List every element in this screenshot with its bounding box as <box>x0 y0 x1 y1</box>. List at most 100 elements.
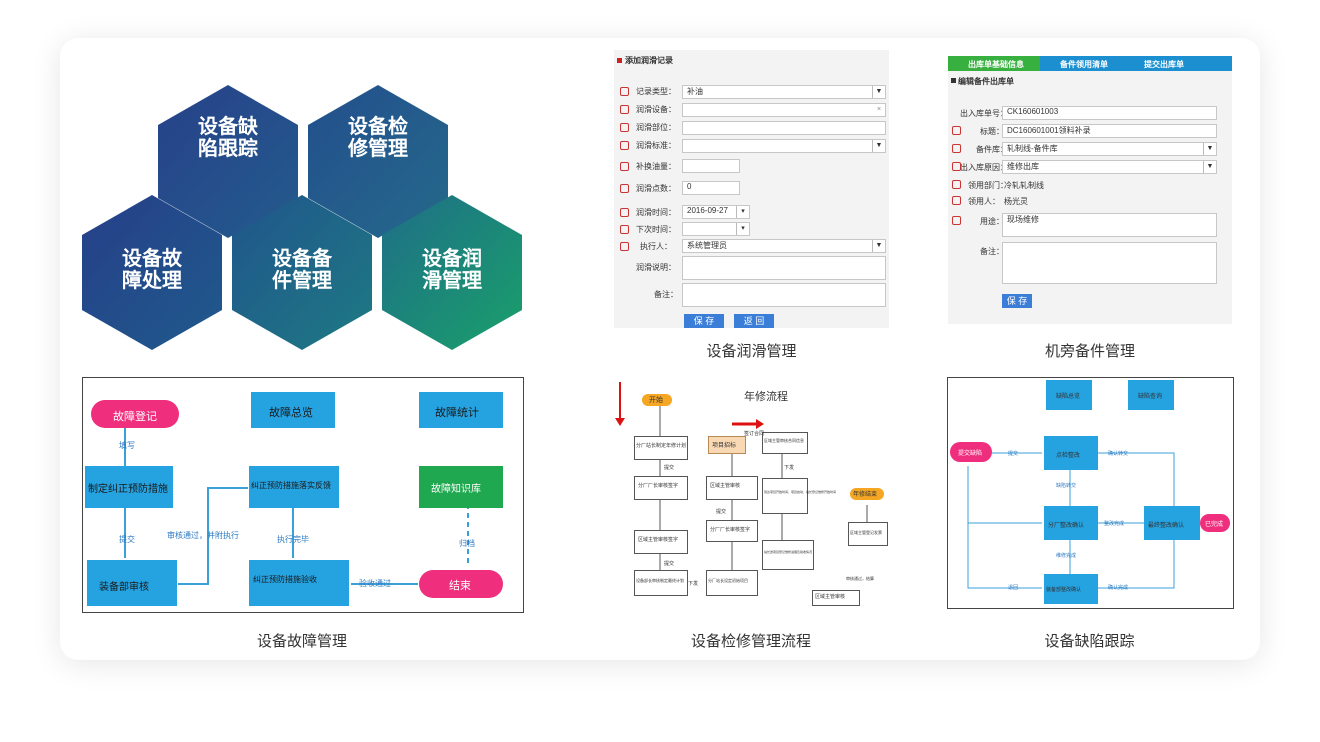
field-label: 备注： <box>654 290 678 299</box>
lube-standard-select[interactable]: ▼ <box>682 139 886 153</box>
fault-node-acceptance[interactable] <box>249 560 349 606</box>
fault-edge-label: 验收通过 <box>359 579 391 588</box>
fault-node-register[interactable] <box>91 400 179 428</box>
overhaul-node[interactable] <box>762 478 808 514</box>
defect-node-inspect[interactable] <box>1044 436 1098 470</box>
back-button[interactable]: 返 回 <box>734 314 774 328</box>
overhaul-node[interactable] <box>634 476 688 500</box>
lube-time-field[interactable]: 2016-09-27▾ <box>682 205 750 219</box>
fault-node-make-measures[interactable] <box>85 466 173 508</box>
defect-node-label: 缺陷总览 <box>1056 394 1081 400</box>
fault-node-statistics[interactable] <box>419 392 503 428</box>
overhaul-end-node[interactable] <box>850 488 884 500</box>
calendar-dropdown-icon[interactable]: ▾ <box>736 206 749 218</box>
remark-textarea[interactable] <box>682 283 886 307</box>
fault-node-knowledge-base[interactable] <box>419 466 503 508</box>
clear-icon[interactable]: × <box>876 106 882 113</box>
fault-edge-label: 审核通过，并附执行 <box>167 531 239 540</box>
overhaul-node[interactable] <box>708 436 746 454</box>
overhaul-node[interactable] <box>762 540 814 570</box>
hexagon-fault <box>82 195 222 350</box>
field-label: 备注： <box>980 247 1004 256</box>
next-time-field[interactable]: ▾ <box>682 222 750 236</box>
overhaul-node[interactable] <box>762 432 808 454</box>
overhaul-node[interactable] <box>706 476 758 500</box>
overhaul-edge-label: 提交 <box>716 509 727 515</box>
lube-points-field[interactable]: 0 <box>682 181 740 195</box>
calendar-dropdown-icon[interactable]: ▾ <box>736 223 749 235</box>
warehouse-select[interactable]: 轧制线-备件库▼ <box>1002 142 1217 156</box>
defect-node-label: 已完成 <box>1205 522 1224 528</box>
fault-node-feedback[interactable] <box>249 466 339 508</box>
usage-textarea[interactable]: 现场维修 <box>1002 213 1217 237</box>
step-1-label[interactable]: 出库单基础信息 <box>968 60 1024 69</box>
overhaul-node[interactable] <box>812 590 860 606</box>
overhaul-node[interactable] <box>706 570 758 596</box>
overhaul-node-label: 项目招标 <box>712 443 737 449</box>
overhaul-node[interactable] <box>634 530 688 554</box>
fault-node-label: 装备部审核 <box>99 582 149 593</box>
executor-select[interactable]: 系统管理员▼ <box>682 239 886 253</box>
defect-node-final-confirm[interactable] <box>1144 506 1200 540</box>
defect-node-query[interactable] <box>1128 380 1174 410</box>
fault-node-label: 故障总览 <box>269 407 313 419</box>
field-label: 记录类型： <box>636 87 676 96</box>
overhaul-node-label: 分厂站长制定年修计划 <box>636 443 687 449</box>
overhaul-edge-label: 下发 <box>784 465 795 471</box>
field-label: 润滑点数： <box>636 184 676 193</box>
defect-node-done[interactable] <box>1200 514 1230 532</box>
defect-edge-label: 确认完成 <box>1108 585 1129 591</box>
field-label: 下次时间： <box>636 225 676 234</box>
overhaul-node[interactable] <box>634 570 688 596</box>
fault-node-overview[interactable] <box>251 392 335 428</box>
overhaul-node-label: 站长送项目登记维修进展及验收情况 <box>764 550 813 554</box>
field-label: 出入库原因： <box>960 163 1008 172</box>
field-label: 领用部门： <box>968 181 1008 190</box>
record-type-select[interactable]: 补油▼ <box>682 85 886 99</box>
field-label: 补换油量： <box>636 162 676 171</box>
overhaul-node-label: 设备部长审核制定最终计划 <box>636 578 684 583</box>
spare-form-subtitle: 编辑备件出库单 <box>958 77 1014 86</box>
overhaul-start-label: 开始 <box>649 397 663 404</box>
title-field[interactable]: DC160601001领料补录 <box>1002 124 1217 138</box>
spare-remark-textarea[interactable] <box>1002 242 1217 284</box>
chevron-down-icon: ▼ <box>1203 161 1216 173</box>
field-label: 出入库单号： <box>960 109 1008 118</box>
step-2-label[interactable]: 备件领用清单 <box>1060 60 1108 69</box>
overhaul-node-label: 区域主管审核 <box>710 483 741 489</box>
spare-save-button[interactable]: 保 存 <box>1002 294 1032 308</box>
overhaul-node-label: 区域主管审核 <box>815 594 846 600</box>
hexagon-lubrication <box>382 195 522 350</box>
overhaul-start-node[interactable] <box>642 394 672 406</box>
field-label: 润滑标准： <box>636 141 676 150</box>
chevron-down-icon: ▼ <box>872 140 885 152</box>
spare-parts-screenshot: 出库单基础信息 备件领用清单 提交出库单 编辑备件出库单 出入库单号： CK16… <box>948 56 1232 324</box>
stock-order-number-field[interactable]: CK160601003 <box>1002 106 1217 120</box>
oil-amount-field[interactable] <box>682 159 740 173</box>
fault-edge-label: 填写 <box>119 441 135 450</box>
lube-device-field[interactable]: × <box>682 103 886 117</box>
defect-node-branch-confirm[interactable] <box>1044 506 1098 540</box>
fault-node-end[interactable] <box>419 570 503 598</box>
defect-node-label: 提交缺陷 <box>958 451 983 457</box>
overhaul-node-label: 分厂厂长审核签字 <box>710 527 751 533</box>
hexagon-label-defect: 设备缺 陷跟踪 <box>198 116 258 160</box>
defect-node-equipment-confirm[interactable] <box>1044 574 1098 604</box>
fault-node-review[interactable] <box>87 560 177 606</box>
stock-reason-select[interactable]: 维修出库▼ <box>1002 160 1217 174</box>
fault-node-label: 制定纠正预防措施 <box>88 484 168 495</box>
overhaul-node[interactable] <box>706 520 758 542</box>
lube-part-field[interactable] <box>682 121 886 135</box>
overhaul-node-label: 区域主管审核签字 <box>638 537 679 543</box>
defect-node-overview[interactable] <box>1046 380 1092 410</box>
step-3-label[interactable]: 提交出库单 <box>1144 60 1184 69</box>
overhaul-node[interactable] <box>848 522 888 546</box>
fault-node-label: 故障知识库 <box>431 484 481 495</box>
defect-node-submit[interactable] <box>950 442 992 462</box>
hexagon-label-lubrication: 设备润 滑管理 <box>422 248 482 292</box>
save-button[interactable]: 保 存 <box>684 314 724 328</box>
lube-description-textarea[interactable] <box>682 256 886 280</box>
overhaul-node[interactable] <box>634 436 688 460</box>
field-label: 润滑部位： <box>636 123 676 132</box>
fault-flow-screenshot: 故障登记 故障总览 故障统计 制定纠正预防措施 纠正预防措施落实反馈 故障知识库… <box>82 377 524 613</box>
